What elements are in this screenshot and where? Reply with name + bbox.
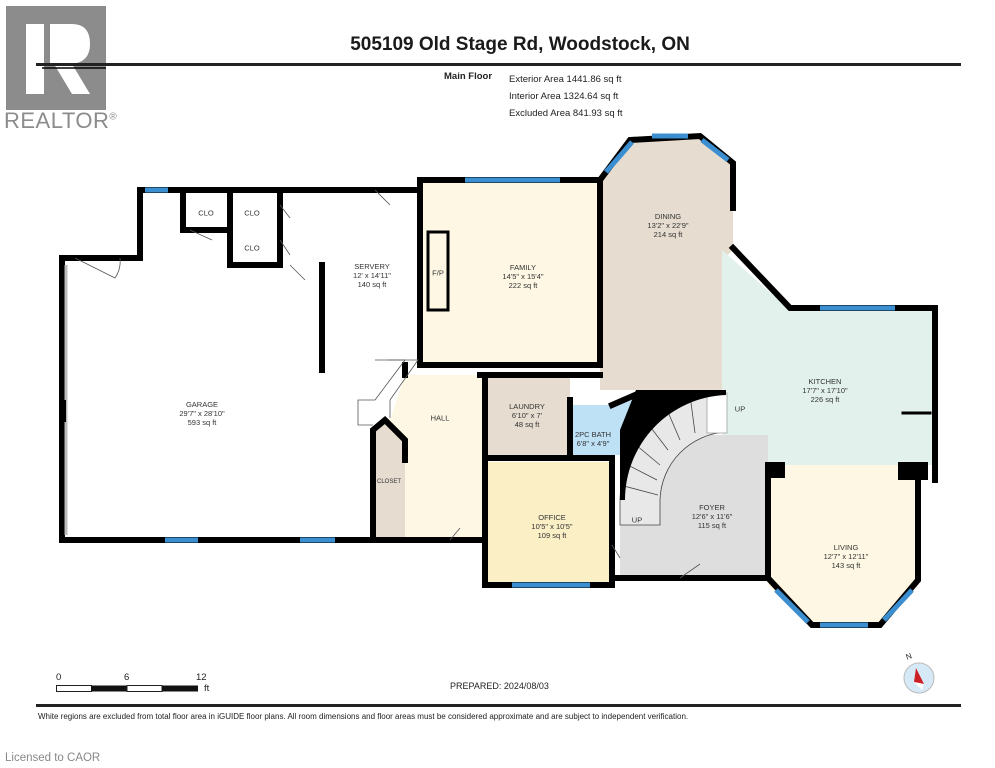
- realtor-logo: [6, 6, 106, 110]
- excluded-area: Excluded Area 841.93 sq ft: [509, 108, 623, 119]
- fireplace-label: F/P: [432, 268, 444, 278]
- doors: [74, 189, 701, 579]
- scale-tick-6: 6: [124, 672, 130, 683]
- closet-fill: [373, 420, 405, 540]
- page-title: 505109 Old Stage Rd, Woodstock, ON: [350, 34, 690, 55]
- compass: N: [902, 651, 938, 696]
- floor-label: Main Floor: [444, 71, 493, 82]
- kitchen-fill: [722, 250, 932, 465]
- stairs-up-label-upper: UP: [734, 404, 746, 414]
- room-clo-3: CLO: [244, 243, 260, 253]
- scale-tick-0: 0: [56, 672, 62, 683]
- room-clo-1: CLO: [198, 208, 214, 218]
- living-fill: [768, 465, 918, 628]
- realtor-r-mark-icon: [6, 6, 106, 110]
- laundry-fill: [485, 375, 570, 458]
- license-notice: Licensed to CAOR: [5, 752, 101, 764]
- room-closet: CLOSET: [376, 479, 402, 485]
- footer-divider: [36, 704, 961, 707]
- interior-area: Interior Area 1324.64 sq ft: [509, 91, 619, 102]
- exterior-area: Exterior Area 1441.86 sq ft: [509, 74, 622, 85]
- area-summary: Exterior Area 1441.86 sq ft Interior Are…: [509, 71, 623, 122]
- stairs-up-label-lower: UP: [631, 515, 643, 525]
- realtor-wordmark: REALTOR®: [4, 108, 118, 133]
- windows: [145, 133, 914, 628]
- compass-icon: [903, 662, 935, 694]
- disclaimer: White regions are excluded from total fl…: [38, 712, 689, 721]
- dining-fill: [600, 136, 733, 390]
- office-fill: [487, 462, 612, 585]
- scale-unit: ft: [204, 683, 210, 694]
- scale-bar: 0 6 12 ft: [56, 672, 216, 694]
- prepared-date: PREPARED: 2024/08/03: [450, 681, 549, 691]
- room-hall: HALL: [430, 413, 450, 423]
- scale-graphic: [56, 685, 198, 692]
- hall-fill: [385, 375, 485, 540]
- family-fill: [423, 182, 600, 365]
- scale-tick-12: 12: [196, 672, 207, 683]
- header-divider: [36, 63, 961, 66]
- room-clo-2: CLO: [244, 208, 260, 218]
